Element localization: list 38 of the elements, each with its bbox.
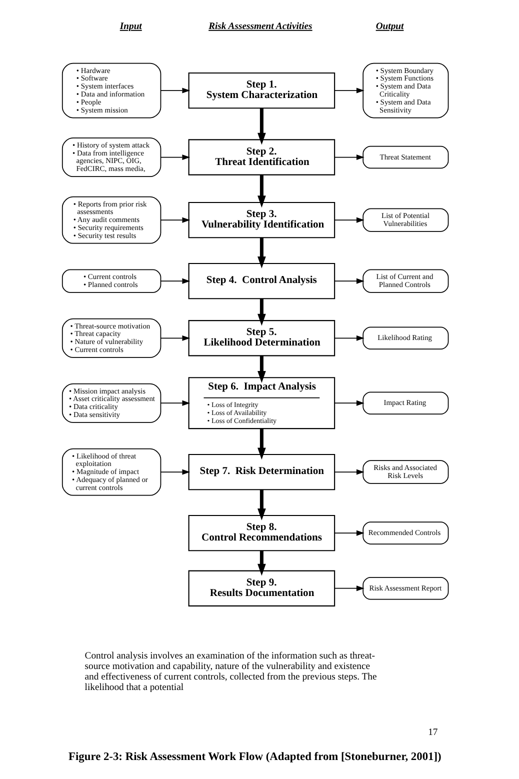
node-box: Step 3. Vulnerability Identification (188, 202, 336, 238)
arrow (258, 108, 266, 145)
label: Risk Assessment Activities (208, 20, 312, 32)
node-box: Step 7. Risk Determination (188, 454, 336, 490)
arrow (160, 154, 190, 160)
label: Control analysis involves an examination of the information such as threat-source motivation and capability, nature of the vulnerability and existence and effectiveness of current controls, collected from the previous steps. The likelihood that a potential (84, 650, 377, 694)
caption: Figure 2-3: Risk Assessment Work Flow (Adapted from [Stoneburner, 2001]) (68, 750, 442, 763)
arrow (160, 469, 190, 475)
node-box: Step 8. Control Recommendations (188, 514, 336, 552)
node-box: Step 5. Likelihood Determination (188, 320, 336, 356)
arrow (160, 335, 190, 341)
arrow (160, 88, 190, 94)
arrow (334, 278, 364, 284)
node-box: Step 9. Results Documentation (188, 570, 336, 606)
arrow (334, 217, 364, 223)
arrow (334, 88, 364, 94)
arrow (334, 469, 364, 475)
arrow (258, 550, 266, 576)
label: Input (120, 20, 142, 32)
arrow (334, 400, 364, 406)
arrow (334, 530, 364, 536)
node-box: Step 2. Threat Identification (188, 139, 336, 176)
arrow (160, 217, 190, 223)
arrow (258, 298, 266, 326)
arrow (334, 154, 364, 160)
arrow (334, 335, 364, 341)
arrow (160, 400, 190, 406)
arrow (334, 586, 364, 592)
label: Output (376, 20, 404, 32)
arrow (258, 490, 266, 520)
node-box: Step 4. Control Analysis (188, 262, 336, 300)
arrow (258, 238, 266, 268)
arrow (160, 278, 190, 284)
arrow (258, 175, 266, 208)
arrow (258, 428, 266, 460)
label: 17 (428, 726, 438, 738)
arrow (258, 356, 266, 383)
node-box: Step 1. System Characterization (188, 72, 336, 109)
